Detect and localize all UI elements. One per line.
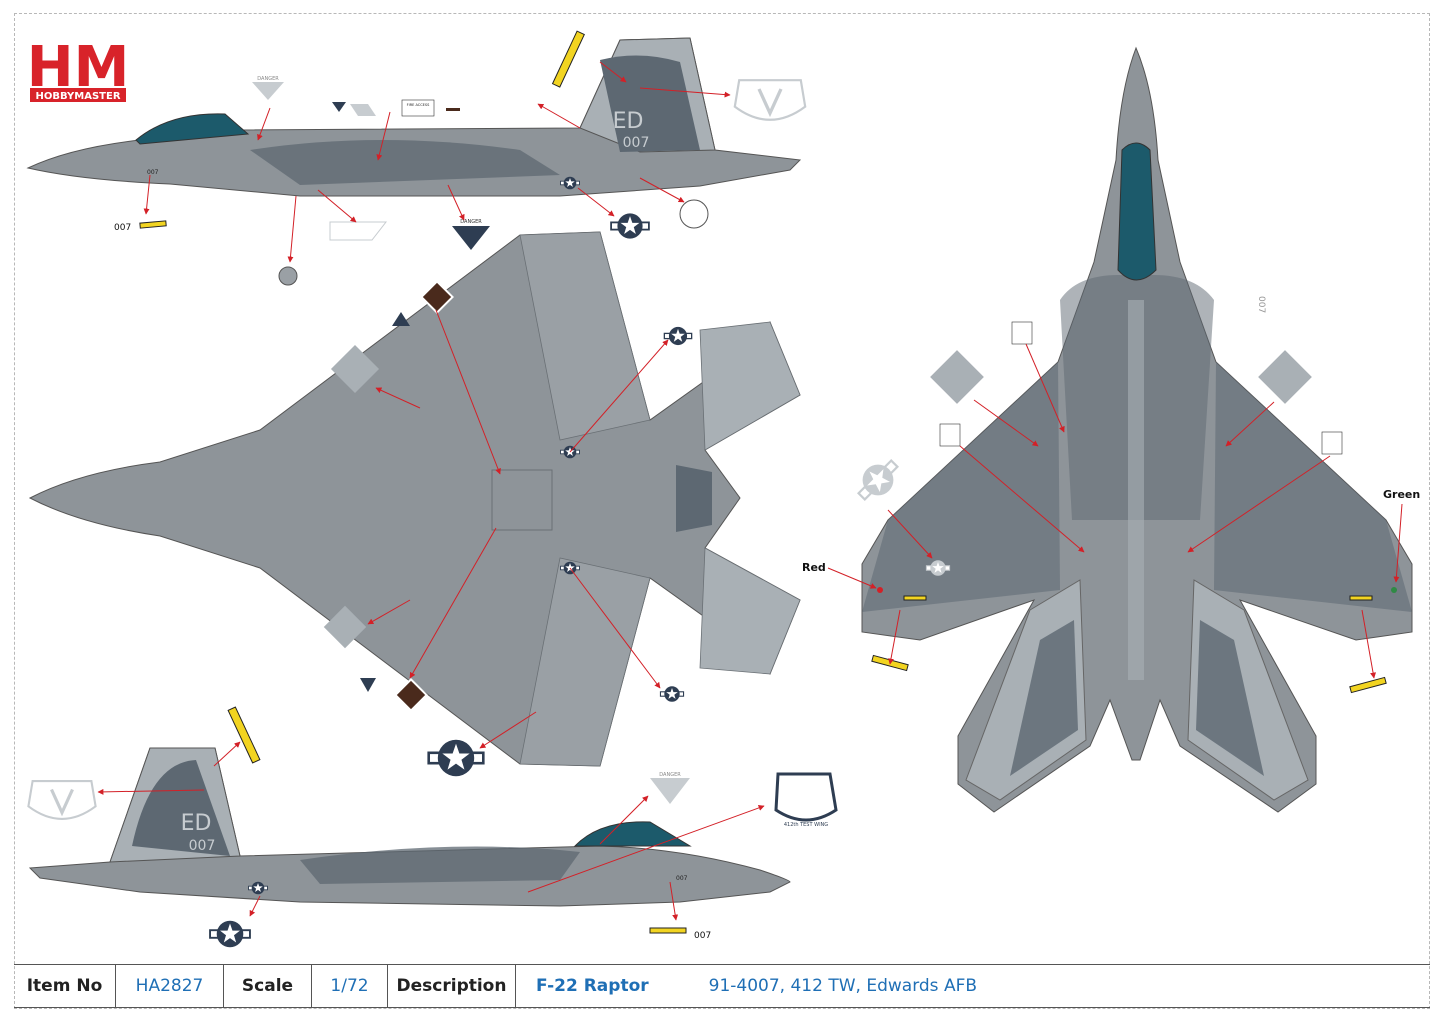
- leader-lines-top: [143, 61, 731, 263]
- svg-text:DANGER: DANGER: [659, 772, 681, 778]
- aircraft-detail: 91-4007, 412 TW, Edwards AFB: [708, 976, 978, 996]
- description-label: Description: [388, 965, 516, 1007]
- scale-label: Scale: [224, 965, 312, 1007]
- svg-text:DANGER: DANGER: [257, 76, 279, 82]
- leader-lines-bottom: [97, 741, 765, 921]
- leader-lines-plan: [367, 309, 669, 749]
- hobbymaster-logo: HOBBYMASTER HM: [27, 35, 130, 102]
- svg-text:007: 007: [1256, 296, 1266, 313]
- svg-text:ED: ED: [613, 109, 644, 134]
- wing-light-label-red: Red: [802, 561, 826, 574]
- svg-text:007: 007: [694, 931, 711, 941]
- wing-light-label-green: Green: [1383, 488, 1421, 501]
- decal-group-bottom: DANGER 412th TEST WING 007: [26, 706, 838, 948]
- svg-text:412th TEST WING: 412th TEST WING: [784, 822, 828, 828]
- svg-text:DANGER: DANGER: [460, 219, 482, 225]
- svg-text:007: 007: [623, 135, 650, 151]
- scale-value: 1/72: [312, 965, 388, 1007]
- description-value: F-22 Raptor 91-4007, 412 TW, Edwards AFB: [516, 965, 1430, 1007]
- svg-text:FIRE ACCESS: FIRE ACCESS: [407, 103, 430, 107]
- item-no-value: HA2827: [116, 965, 224, 1007]
- svg-text:007: 007: [147, 169, 159, 176]
- svg-text:HOBBYMASTER: HOBBYMASTER: [35, 91, 120, 102]
- model-name: F-22 Raptor: [536, 976, 649, 996]
- plan-view-topside: [861, 46, 1413, 813]
- item-no-label: Item No: [14, 965, 116, 1007]
- svg-text:007: 007: [676, 875, 688, 882]
- svg-text:007: 007: [189, 838, 216, 854]
- svg-text:007: 007: [114, 223, 131, 233]
- side-profile-left: ED 007 007: [26, 37, 802, 197]
- decal-group-top: DANGER FIRE ACCESS 007 DANGER: [114, 30, 807, 286]
- svg-text:ED: ED: [181, 811, 212, 836]
- svg-text:HM: HM: [27, 35, 130, 100]
- spec-footer: Item No HA2827 Scale 1/72 Description F-…: [14, 964, 1430, 1008]
- side-profile-right: ED 007 007: [28, 747, 791, 907]
- sheet-border: [14, 13, 1430, 1009]
- leader-lines-topside: [827, 343, 1403, 679]
- plan-view-underside: [28, 231, 801, 767]
